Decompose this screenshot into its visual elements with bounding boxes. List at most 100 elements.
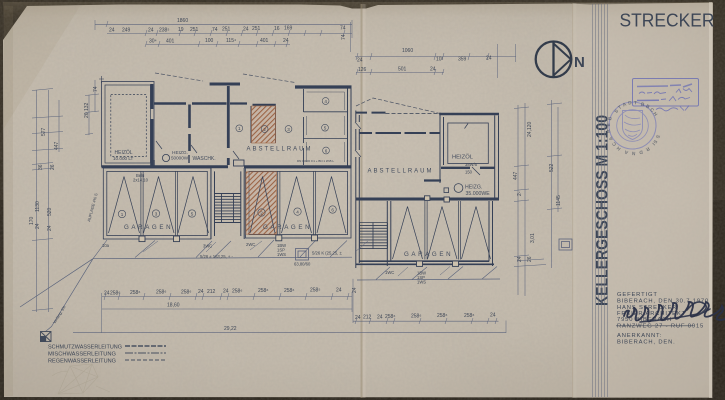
- svg-text:2: 2: [263, 127, 266, 132]
- svg-text:249: 249: [122, 28, 131, 34]
- svg-text:B: B: [645, 104, 651, 111]
- svg-text:212: 212: [363, 315, 372, 321]
- svg-text:GARAGEN: GARAGEN: [124, 224, 173, 231]
- svg-text:10a: 10a: [102, 243, 110, 248]
- svg-text:150: 150: [465, 170, 473, 175]
- svg-text:5: 5: [324, 126, 327, 131]
- svg-text:BIBERACH, DEN 30.7.1970: BIBERACH, DEN 30.7.1970: [617, 299, 709, 305]
- svg-text:2x14.10: 2x14.10: [133, 178, 149, 183]
- svg-text:ANERKANNT:: ANERKANNT:: [617, 333, 662, 339]
- svg-text:H: H: [651, 111, 658, 118]
- svg-text:24: 24: [355, 315, 361, 321]
- svg-text:1SP: 1SP: [417, 275, 425, 280]
- svg-text:24: 24: [486, 56, 492, 62]
- svg-text:DN W100 l=1 + BN 1 ZN5 L: DN W100 l=1 + BN 1 ZN5 L: [297, 159, 334, 163]
- svg-text:C: C: [648, 107, 655, 114]
- svg-text:E: E: [606, 123, 612, 127]
- svg-text:359: 359: [458, 57, 467, 63]
- svg-text:3: 3: [287, 127, 290, 132]
- svg-text:520: 520: [47, 207, 53, 216]
- svg-text:24: 24: [35, 223, 41, 229]
- svg-text:38W/5: 38W/5: [465, 162, 478, 167]
- svg-text:C: C: [611, 140, 618, 147]
- svg-text:258⁵: 258⁵: [310, 288, 320, 294]
- svg-text:RANZWEG 27 - RUF 0915: RANZWEG 27 - RUF 0915: [617, 324, 704, 330]
- svg-text:258⁶: 258⁶: [258, 288, 268, 294]
- svg-text:1145: 1145: [556, 195, 562, 206]
- svg-text:Belü: Belü: [136, 173, 145, 178]
- svg-text:24: 24: [336, 288, 342, 294]
- svg-text:5/26 ≠ 163,25, + -: 5/26 ≠ 163,25, + -: [200, 254, 234, 259]
- svg-text:STRECKER: STRECKER: [620, 10, 715, 31]
- svg-text:258⁶: 258⁶: [110, 291, 120, 297]
- svg-text:I: I: [650, 141, 656, 147]
- svg-text:ABSTELLRAUM: ABSTELLRAUM: [247, 147, 313, 153]
- svg-text:501: 501: [398, 67, 407, 73]
- svg-text:10.000 LT: 10.000 LT: [113, 156, 134, 161]
- svg-text:1WS: 1WS: [417, 280, 426, 285]
- svg-text:26: 26: [527, 256, 533, 262]
- svg-text:7950 BIBERACH: 7950 BIBERACH: [617, 317, 672, 323]
- svg-text:63,80/60: 63,80/60: [294, 262, 311, 267]
- svg-text:24: 24: [430, 67, 436, 73]
- svg-text:258⁶: 258⁶: [232, 289, 242, 295]
- svg-text:24: 24: [352, 287, 358, 293]
- svg-text:36: 36: [38, 164, 44, 170]
- svg-text:GEFERTIGT: GEFERTIGT: [617, 292, 658, 298]
- svg-text:ABSTELLRAUM: ABSTELLRAUM: [368, 169, 434, 175]
- svg-text:24: 24: [223, 289, 229, 295]
- svg-text:3,01: 3,01: [530, 233, 536, 243]
- svg-text:251: 251: [222, 27, 231, 33]
- svg-text:74: 74: [93, 86, 99, 92]
- svg-text:N: N: [574, 54, 585, 71]
- svg-text:115⁴: 115⁴: [226, 38, 236, 44]
- svg-text:KELLERGESCHOSS M 1:100: KELLERGESCHOSS M 1:100: [593, 115, 612, 306]
- svg-text:1: 1: [121, 212, 124, 217]
- svg-text:74: 74: [212, 27, 218, 33]
- svg-text:401: 401: [260, 38, 269, 44]
- svg-text:1WS: 1WS: [277, 252, 286, 257]
- svg-text:A: A: [608, 135, 615, 141]
- svg-text:577: 577: [41, 127, 47, 136]
- svg-text:R: R: [644, 145, 651, 152]
- svg-text:1SP: 1SP: [277, 248, 285, 253]
- svg-text:522: 522: [549, 163, 555, 172]
- svg-text:MISCHWASSERLEITUNG: MISCHWASSERLEITUNG: [48, 352, 116, 358]
- svg-text:212: 212: [207, 289, 216, 295]
- svg-text:N: N: [631, 150, 636, 156]
- svg-text:S: S: [613, 108, 620, 115]
- svg-text:24: 24: [148, 28, 154, 34]
- svg-text:238⁵: 238⁵: [159, 28, 169, 34]
- svg-text:24: 24: [104, 291, 110, 297]
- svg-text:24: 24: [283, 38, 289, 44]
- svg-text:REGENWASSERLEITUNG: REGENWASSERLEITUNG: [48, 359, 116, 365]
- svg-text:D: D: [638, 149, 643, 156]
- svg-text:50000W: 50000W: [171, 156, 189, 161]
- svg-text:6: 6: [325, 148, 328, 153]
- svg-text:2-: 2-: [517, 191, 523, 196]
- svg-text:GARAGEN: GARAGEN: [404, 251, 453, 258]
- svg-text:258⁶: 258⁶: [464, 313, 474, 319]
- svg-text:258⁶: 258⁶: [437, 313, 447, 319]
- svg-text:24: 24: [243, 27, 249, 33]
- svg-text:24: 24: [47, 225, 53, 231]
- svg-text:H: H: [615, 144, 622, 151]
- svg-text:16: 16: [274, 26, 280, 32]
- svg-text:1WC: 1WC: [385, 270, 394, 275]
- svg-text:SCHMUTZWASSERLEITUNG: SCHMUTZWASSERLEITUNG: [48, 345, 122, 351]
- svg-text:29,22: 29,22: [224, 326, 237, 332]
- svg-text:A: A: [622, 101, 628, 108]
- svg-text:18,60: 18,60: [167, 303, 180, 309]
- svg-text:T: T: [634, 100, 637, 106]
- svg-text:447: 447: [513, 171, 519, 180]
- svg-text:26: 26: [50, 164, 56, 170]
- svg-text:24: 24: [357, 58, 363, 64]
- svg-text:258⁶: 258⁶: [181, 290, 191, 296]
- svg-text:2WC: 2WC: [246, 242, 255, 247]
- svg-text:24: 24: [377, 315, 383, 321]
- svg-text:74: 74: [340, 26, 346, 32]
- svg-text:251: 251: [190, 27, 199, 33]
- svg-text:258⁶: 258⁶: [284, 288, 294, 294]
- svg-text:HEIZÖL: HEIZÖL: [452, 154, 474, 161]
- svg-text:5: 5: [191, 212, 194, 217]
